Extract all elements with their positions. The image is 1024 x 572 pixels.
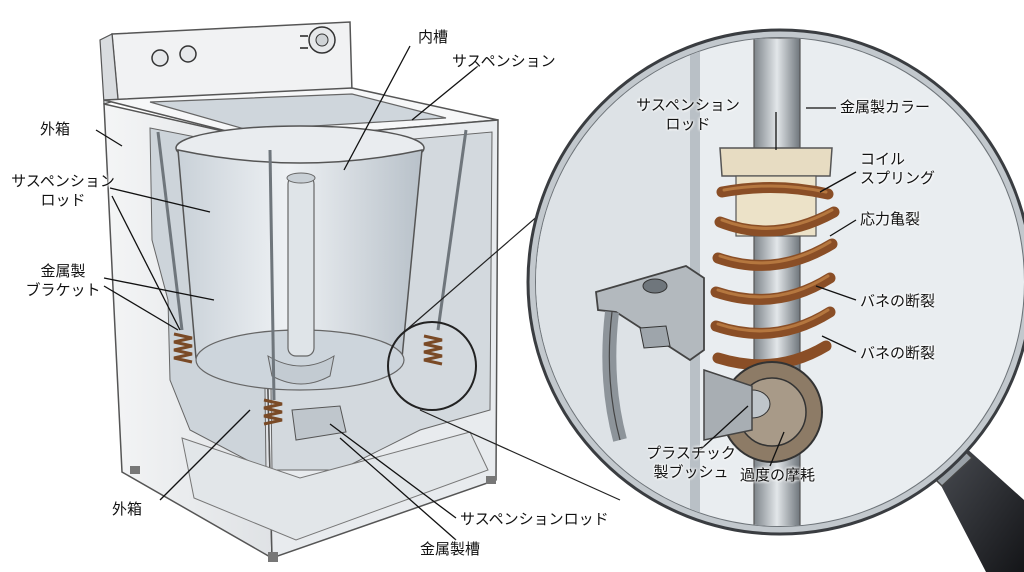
zoom-guide-line [419,409,621,501]
label-coil-spring: コイル スプリング [860,150,935,188]
label-excessive-wear: 過度の摩耗 [740,466,816,484]
label-suspension-rod-left: サスペンション ロッド [4,172,122,210]
label-suspension-top: サスペンション [452,52,556,70]
zoom-detail [536,38,1024,526]
label-metal-tub-bottom: 金属製槽 [420,540,481,558]
suspension-rods [156,129,468,441]
label-line: サスペンション [636,96,740,114]
label-zoom-suspension-rod: サスペンション ロッド [628,96,748,134]
label-inner-tub: 内槽 [418,28,449,46]
label-line: ロッド [40,191,86,209]
label-line: スプリング [860,169,936,187]
label-metal-collar: 金属製カラー [840,98,931,116]
label-outer-case-bottom: 外箱 [112,500,143,518]
label-line: ブラケット [25,281,101,299]
leader-lines [95,45,857,541]
zoom-guide-line [403,213,541,333]
label-line: 製ブッシュ [653,463,729,481]
label-line: サスペンション [11,172,115,190]
label-line: 金属製 [40,262,86,280]
control-knob-icon [151,26,336,67]
label-suspension-rod-bottom: サスペンションロッド [460,510,609,528]
label-outer-case-left: 外箱 [40,120,71,138]
inner-tub [175,125,425,391]
label-line: プラスチック [646,444,736,462]
label-spring-break-1: バネの断裂 [860,292,936,310]
label-line: ロッド [665,115,711,133]
label-spring-break-2: バネの断裂 [860,344,936,362]
label-plastic-bushing: プラスチック 製ブッシュ [636,444,746,482]
detail-source-circle [387,321,477,411]
label-stress-crack: 応力亀裂 [860,210,921,228]
label-line: コイル [860,150,906,168]
label-metal-bracket: 金属製 ブラケット [18,262,108,300]
